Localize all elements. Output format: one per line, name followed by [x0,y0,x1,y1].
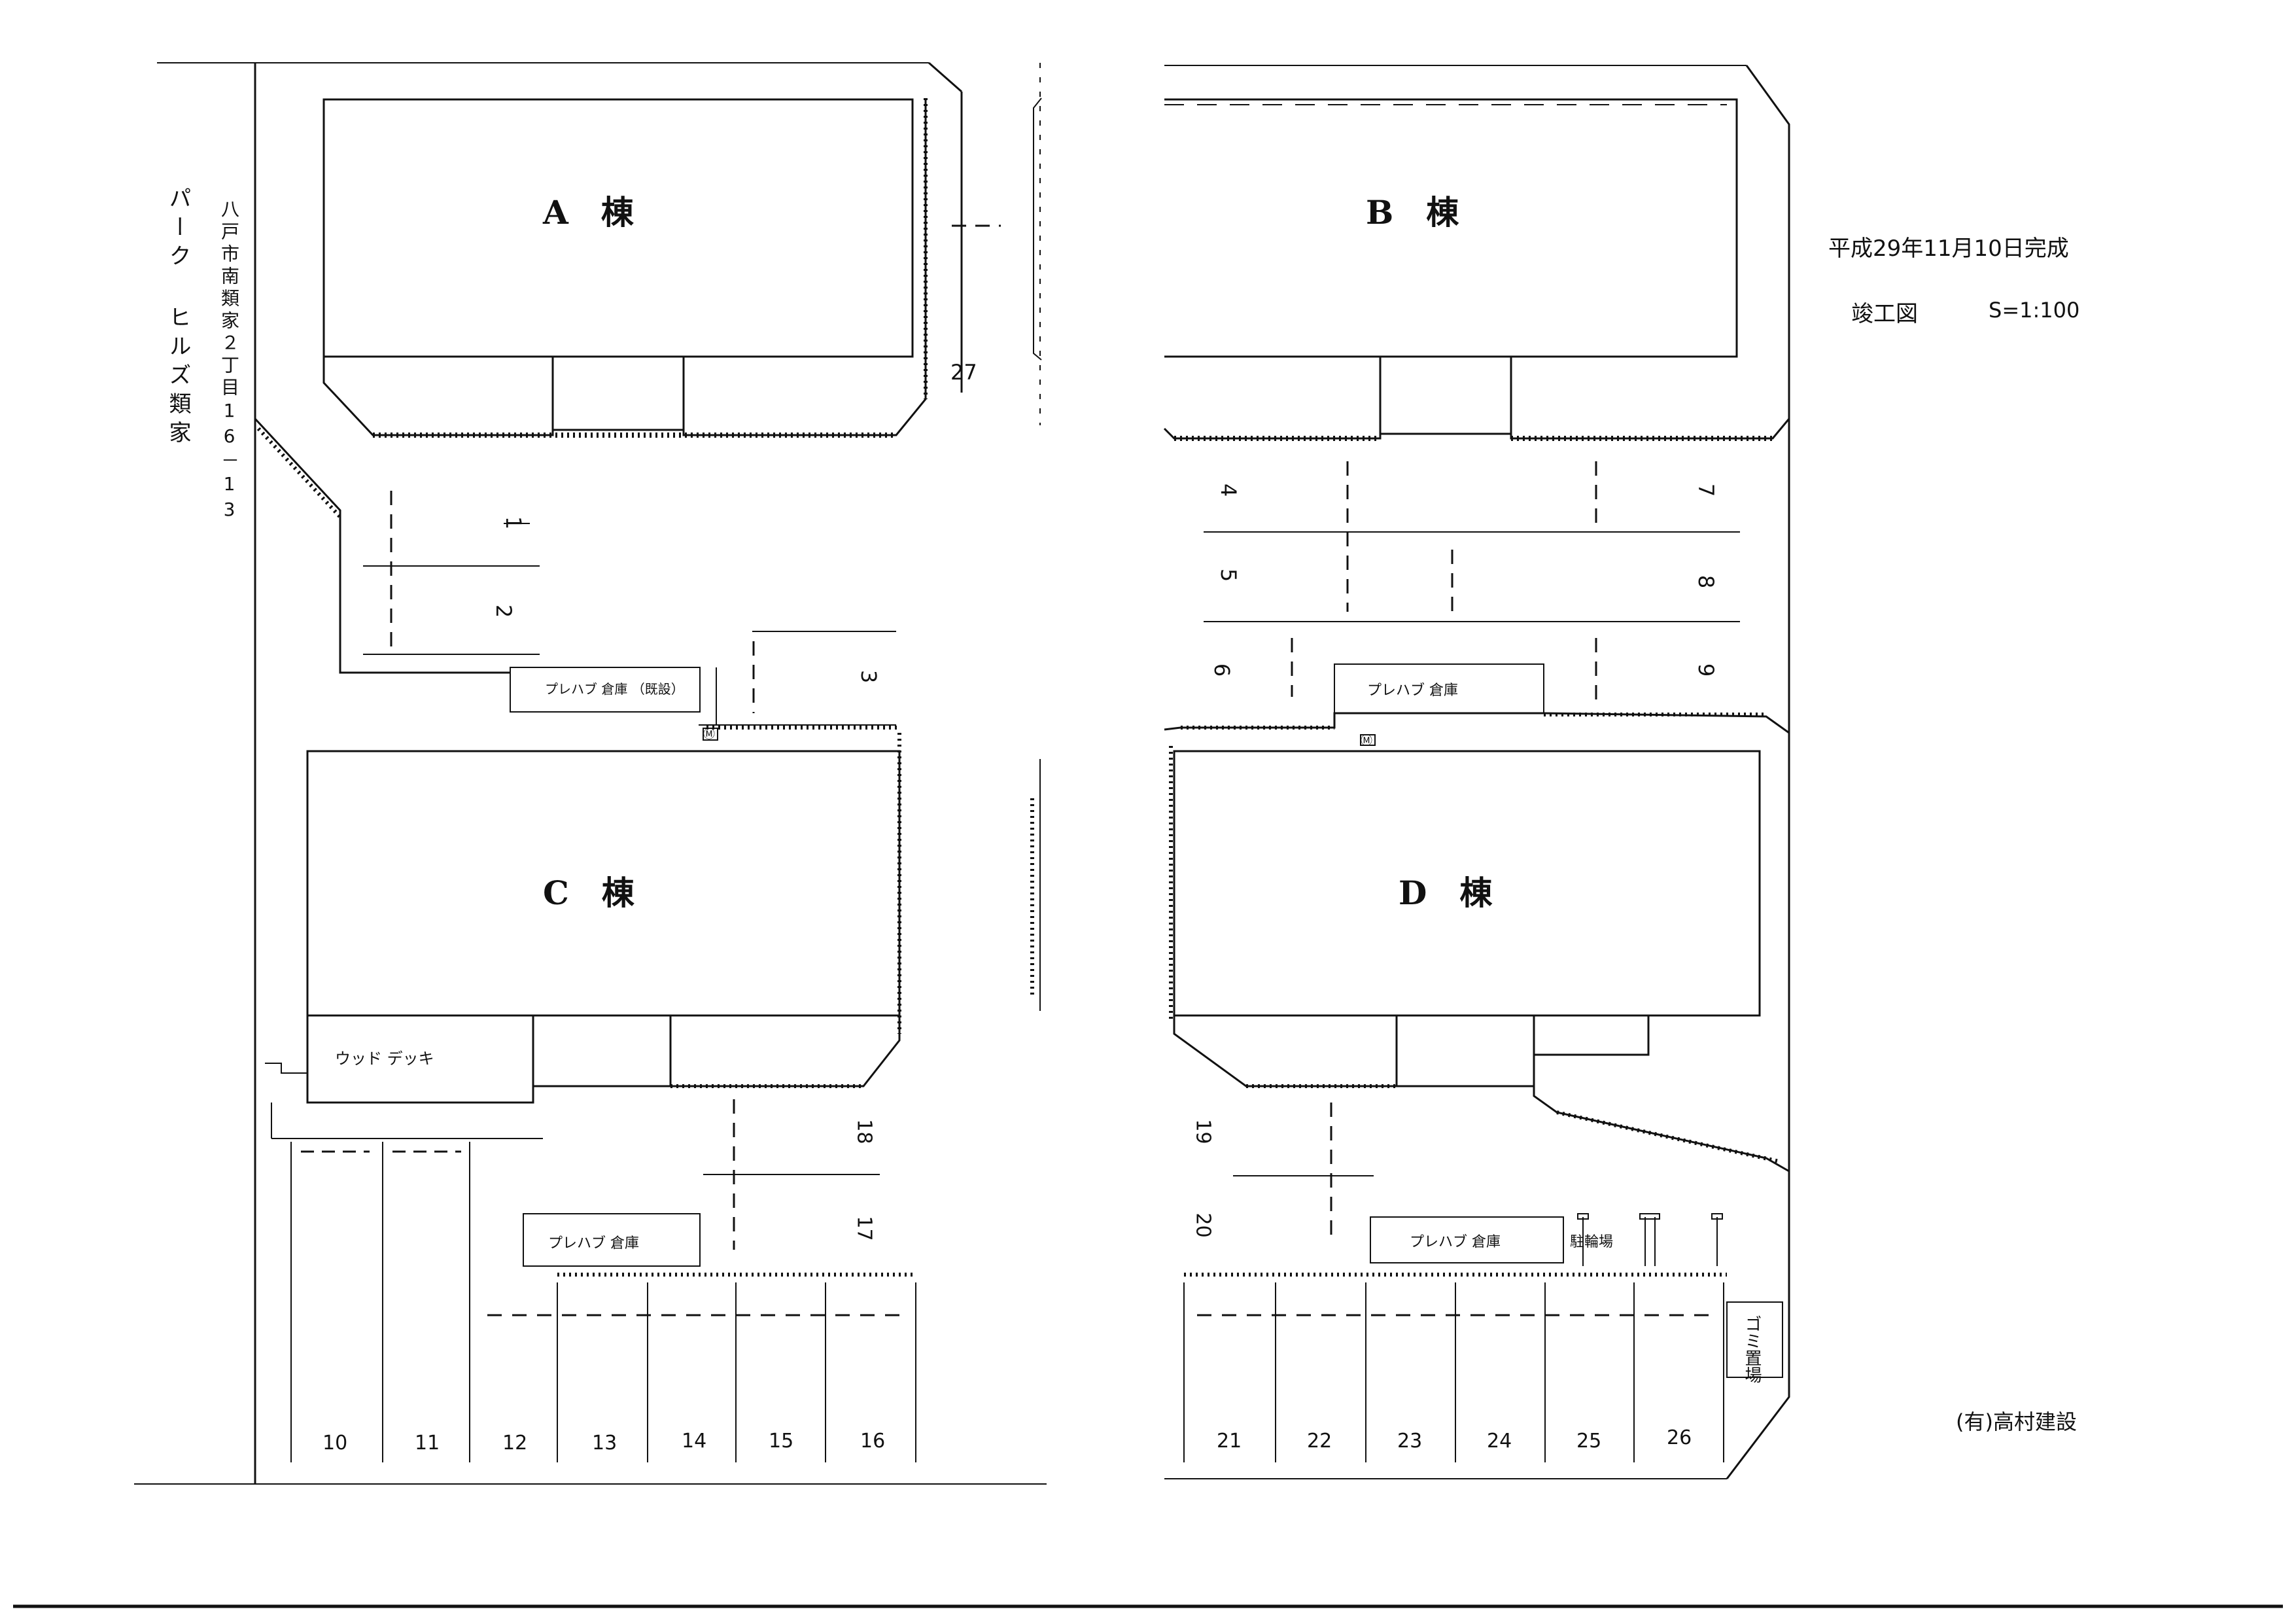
parking-number-8: 8 [1694,574,1719,589]
parking-number-7: 7 [1694,483,1719,497]
parking-number-6: 6 [1209,663,1235,677]
parking-number-22: 22 [1307,1430,1332,1453]
completion-date: 平成29年11月10日完成 [1828,236,2069,262]
address-line2: パーク ヒルズ類家 [165,186,191,450]
prefab-storage-d-label: プレハブ 倉庫 [1410,1234,1501,1250]
left-parking-bays [290,1142,916,1462]
parking-number-24: 24 [1487,1430,1512,1453]
garbage-area-label: ゴミ置場 [1742,1315,1762,1383]
meter-mark-left: Ⓜ [703,728,715,741]
building-b-label: B 棟 [1366,193,1459,232]
parking-number-16: 16 [860,1430,886,1453]
company-name: (有)高村建設 [1956,1409,2077,1434]
parking-number-5: 5 [1216,568,1242,582]
left-parking-lines [254,224,1001,1250]
bike-shed-label: 駐輪場 [1570,1234,1614,1250]
parking-number-12: 12 [502,1432,528,1455]
parking-number-3: 3 [856,669,882,684]
right-lower-lines [1233,1103,1374,1243]
meter-mark-right: Ⓜ [1361,734,1372,748]
garbage-area [1726,1301,1783,1378]
parking-number-19: 19 [1191,1119,1215,1144]
prefab-storage-b [1334,663,1544,714]
parking-number-11: 11 [415,1432,440,1455]
building-d [1169,746,1790,1173]
parking-number-20: 20 [1191,1212,1215,1238]
prefab-storage-c-label: プレハブ 倉庫 [548,1235,639,1252]
building-d-label: D 棟 [1399,874,1493,912]
parking-number-1: 1 [501,516,527,530]
parking-number-17: 17 [852,1216,876,1241]
prefab-storage-existing [510,667,701,713]
prefab-storage-c [523,1213,701,1267]
wood-deck-label: ウッド デッキ [335,1050,434,1068]
scale-label: S=1:100 [1989,298,2080,323]
parking-number-13: 13 [592,1432,617,1455]
building-b [1163,98,1790,441]
parking-number-4: 4 [1216,483,1242,497]
meter-box-left [703,728,718,741]
parking-number-9: 9 [1694,663,1719,677]
building-c-label: C 棟 [543,874,635,912]
left-lot-boundary [134,62,1047,1485]
right-lot-boundary [1164,65,1790,1479]
parking-number-15: 15 [769,1430,794,1453]
drawing-title: 竣工図 [1851,301,1918,327]
parking-number-21: 21 [1217,1430,1242,1453]
parking-number-26: 26 [1667,1426,1692,1449]
prefab-storage-existing-label: プレハブ 倉庫 （既設） [545,681,684,697]
parking-number-18: 18 [852,1119,876,1144]
building-c [306,726,901,1104]
prefab-storage-d [1370,1216,1564,1263]
right-parking-bays [1183,1273,1727,1462]
address-line1: 八戸市南類家２丁目16－13 [218,200,240,524]
parking-number-14: 14 [682,1430,707,1453]
parking-number-23: 23 [1397,1430,1423,1453]
right-parking-lines [1164,461,1790,734]
parking-number-25: 25 [1576,1430,1602,1453]
parking-number-27: 27 [950,360,977,385]
building-a-label: A 棟 [543,193,634,232]
building-a [322,98,928,438]
road-marks [1030,97,1042,1011]
parking-number-10: 10 [322,1432,348,1455]
meter-box-right [1360,734,1376,746]
bike-shed [1577,1213,1723,1266]
parking-number-2: 2 [491,604,517,618]
prefab-storage-b-label: プレハブ 倉庫 [1367,682,1458,699]
